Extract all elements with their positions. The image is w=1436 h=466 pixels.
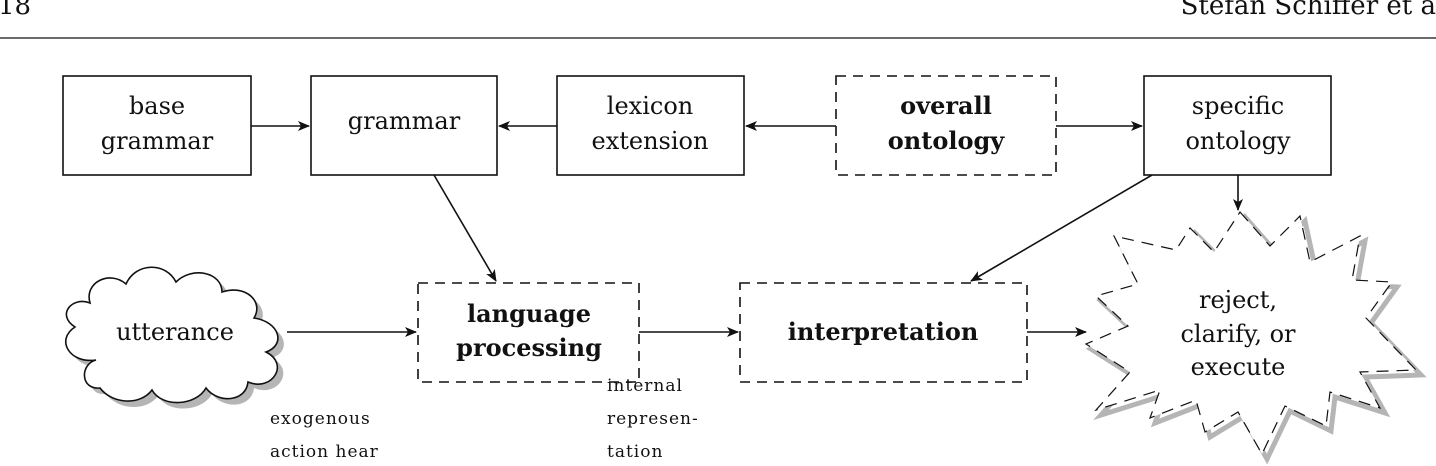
lexicon-extension-box: lexicon extension bbox=[556, 75, 745, 176]
language-processing-box: language processing bbox=[417, 282, 640, 383]
grammar-label: grammar bbox=[348, 107, 461, 135]
interpretation-box: interpretation bbox=[739, 282, 1028, 383]
outcome-label-1: reject, bbox=[1199, 286, 1277, 314]
page-number: 18 bbox=[0, 0, 31, 21]
specific-ontology-label-1: specific bbox=[1192, 92, 1284, 120]
base-grammar-box: base grammar bbox=[62, 75, 252, 176]
utterance-label: utterance bbox=[116, 318, 234, 346]
interpretation-label: interpretation bbox=[788, 317, 979, 346]
specific-ontology-box: specific ontology bbox=[1143, 75, 1332, 176]
overall-ontology-box: overall ontology bbox=[835, 75, 1057, 176]
language-processing-label-2: processing bbox=[456, 333, 602, 362]
overall-ontology-label-2: ontology bbox=[888, 126, 1005, 155]
specific-ontology-label-2: ontology bbox=[1185, 127, 1290, 155]
edge-label-internal-3: tation bbox=[607, 442, 663, 462]
outcome-starburst: reject, clarify, or execute bbox=[1084, 211, 1427, 465]
running-head: Stefan Schiffer et a bbox=[1181, 0, 1436, 21]
overall-ontology-label-1: overall bbox=[900, 91, 992, 120]
lexicon-extension-label-1: lexicon bbox=[607, 92, 693, 120]
edge-label-internal-1: internal bbox=[607, 376, 683, 396]
utterance-cloud: utterance bbox=[64, 266, 284, 409]
grammar-box: grammar bbox=[310, 75, 498, 176]
lexicon-extension-label-2: extension bbox=[592, 127, 709, 155]
base-grammar-label-2: grammar bbox=[101, 127, 214, 155]
base-grammar-label-1: base bbox=[129, 92, 185, 120]
edge-label-exogenous-1: exogenous bbox=[270, 409, 371, 429]
edge-label-internal-2: represen- bbox=[607, 409, 699, 429]
edge-label-exogenous-2: action hear bbox=[270, 442, 379, 462]
outcome-label-3: execute bbox=[1191, 353, 1286, 381]
outcome-label-2: clarify, or bbox=[1180, 320, 1296, 348]
arrow-specific-to-interpretation bbox=[970, 174, 1153, 282]
arrow-grammar-to-processing bbox=[433, 174, 497, 282]
language-processing-label-1: language bbox=[467, 299, 591, 328]
